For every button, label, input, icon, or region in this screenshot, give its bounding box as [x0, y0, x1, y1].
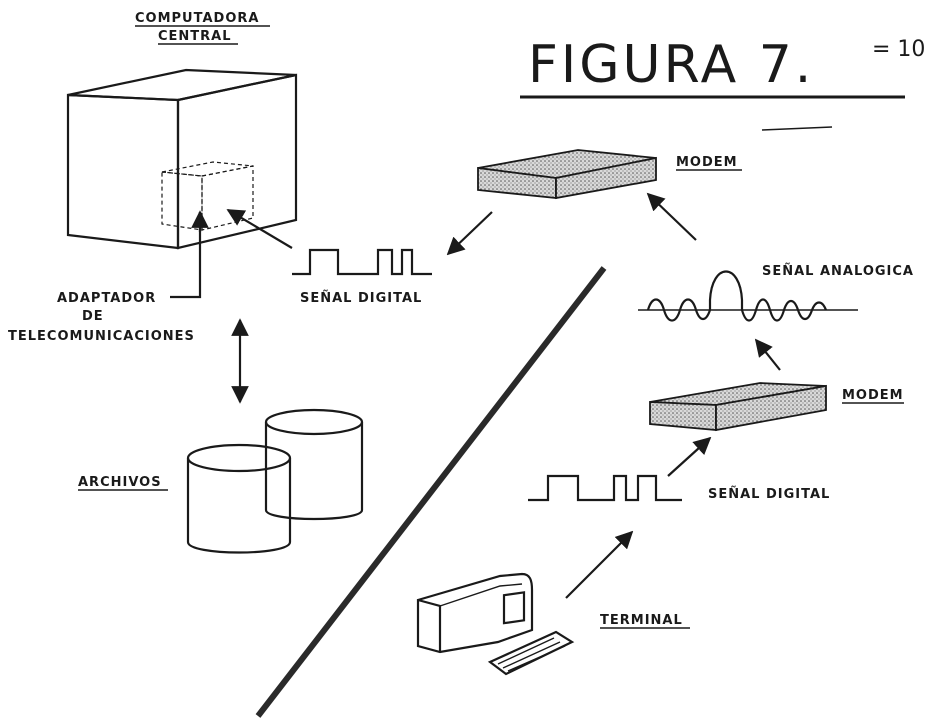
adapter-label-line2: DE [82, 309, 104, 324]
digital-signal-top-label: SEÑAL DIGITAL [300, 290, 422, 306]
terminal-icon [418, 574, 572, 674]
signal-to-modem-arrow [668, 438, 710, 476]
analog-to-modem-arrow [648, 194, 696, 240]
files-cylinders-icon [188, 410, 362, 553]
page-mark: = 10 [872, 37, 925, 62]
computer-label-line2: CENTRAL [158, 29, 232, 44]
modem-top-icon [478, 150, 656, 198]
adapter-label-line3: TELECOMUNICACIONES [8, 329, 195, 344]
digital-signal-bottom-wave [528, 476, 682, 500]
modem-to-analog-arrow [756, 340, 780, 370]
central-computer-icon [68, 70, 296, 248]
modem-top-label: MODEM [676, 155, 738, 170]
analog-signal-label: SEÑAL ANALOGICA [762, 263, 914, 279]
modem-bottom-icon [650, 383, 826, 430]
modem-to-signal-arrow [448, 212, 492, 254]
adapter-label-line1: ADAPTADOR [57, 291, 156, 306]
terminal-to-signal-arrow [566, 532, 632, 598]
files-label: ARCHIVOS [78, 475, 162, 490]
computer-label-line1: COMPUTADORA [135, 11, 259, 26]
digital-signal-bottom-label: SEÑAL DIGITAL [708, 486, 830, 502]
digital-signal-top-wave [292, 250, 432, 274]
figure-title: FIGURA 7. [528, 35, 814, 95]
modem-bottom-label: MODEM [842, 388, 904, 403]
signal-to-adapter-arrow [228, 210, 292, 248]
terminal-label: TERMINAL [600, 613, 683, 628]
adapter-leader [170, 212, 200, 297]
title-mark [762, 127, 832, 130]
